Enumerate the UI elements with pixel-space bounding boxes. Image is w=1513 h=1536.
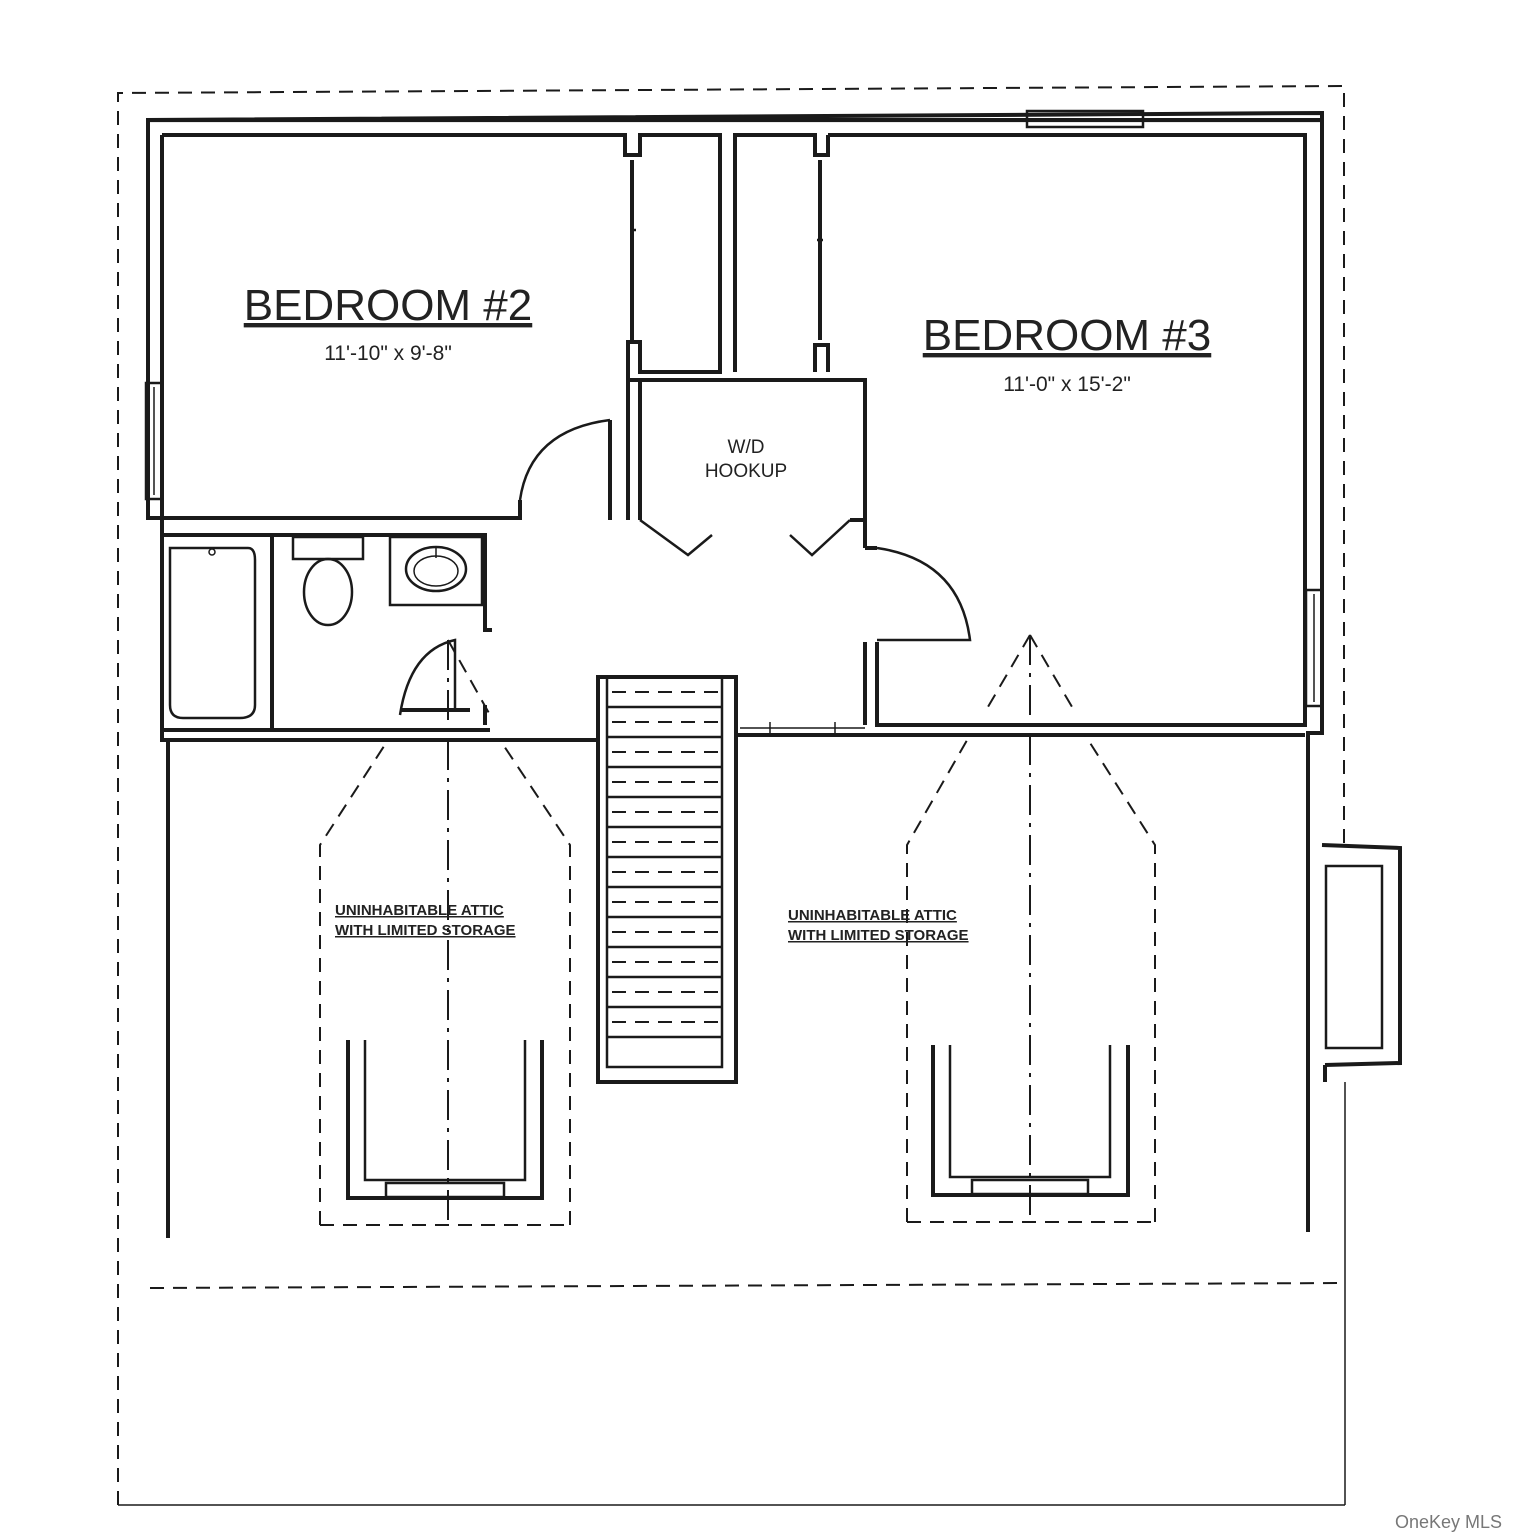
bedroom-2-walls xyxy=(162,133,722,520)
attic-right-outline xyxy=(906,634,1156,1223)
laundry-label-line1: W/D xyxy=(728,437,765,458)
bedroom-3-walls xyxy=(828,133,1307,727)
bedroom-3-dimensions: 11'-0" x 15'-2" xyxy=(1003,373,1131,396)
roof-outline xyxy=(117,84,1347,1506)
bedroom-2-title: BEDROOM #2 xyxy=(244,281,533,330)
closets xyxy=(630,133,830,372)
window-left xyxy=(144,381,164,501)
staircase[interactable] xyxy=(596,675,738,1084)
bedroom-2-dimensions: 11'-10" x 9'-8" xyxy=(324,342,452,365)
attic-left-outline xyxy=(319,639,571,1226)
attic-left-label-line1: UNINHABITABLE ATTIC xyxy=(335,902,504,919)
laundry-label-line2: HOOKUP xyxy=(705,461,787,482)
window-top-right xyxy=(1025,109,1145,129)
attic-right-label-line1: UNINHABITABLE ATTIC xyxy=(788,907,957,924)
attic-right-label-line2: WITH LIMITED STORAGE xyxy=(788,927,969,944)
hall-walls xyxy=(168,722,1305,742)
chimney xyxy=(1321,843,1402,1082)
window-right xyxy=(1304,588,1324,708)
watermark: OneKey MLS xyxy=(1395,1512,1502,1532)
bathroom xyxy=(160,533,492,732)
laundry-walls xyxy=(628,378,867,557)
attic-left-label-line2: WITH LIMITED STORAGE xyxy=(335,922,516,939)
bedroom-3-title: BEDROOM #3 xyxy=(923,311,1212,360)
